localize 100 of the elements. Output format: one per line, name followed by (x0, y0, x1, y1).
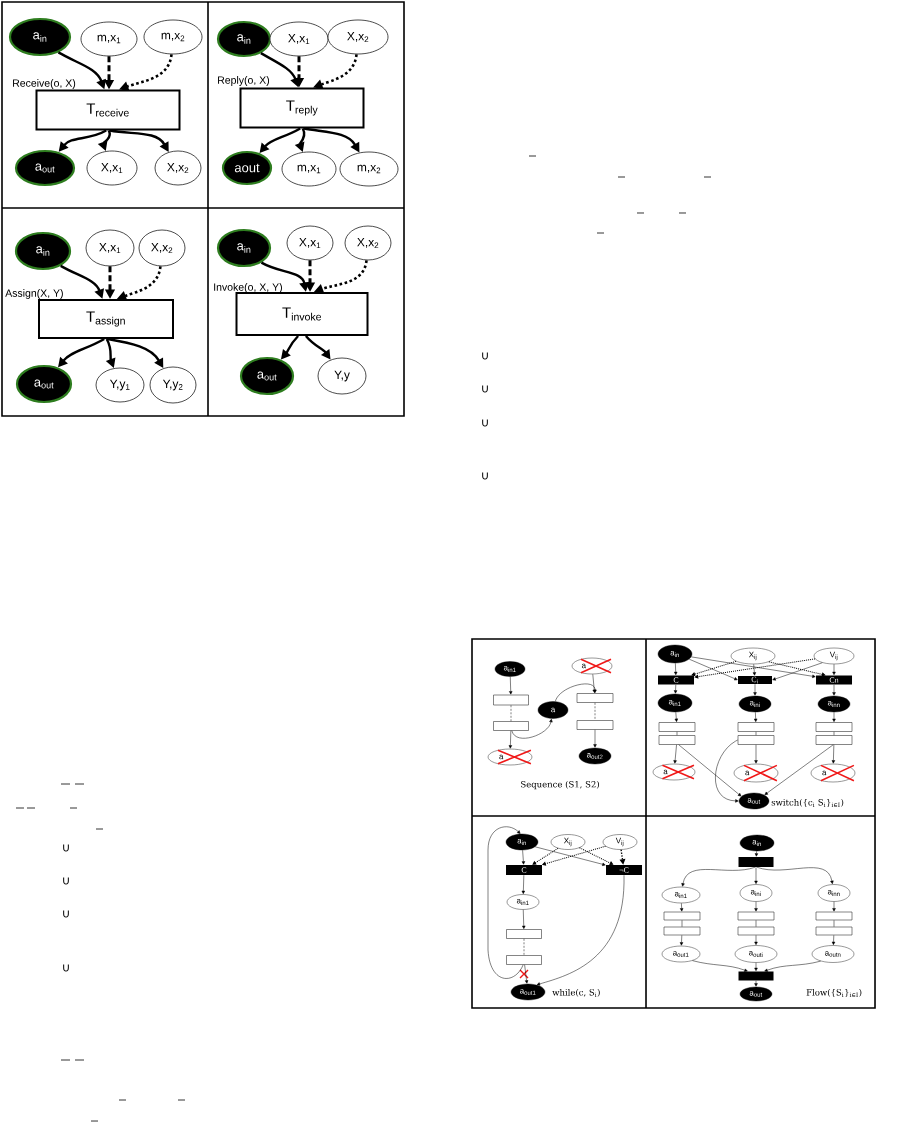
arrow (831, 935, 836, 945)
empty-box (493, 721, 529, 731)
condition-bar: C (506, 865, 542, 875)
connector-line (681, 920, 683, 927)
arrow (673, 744, 677, 764)
empty-box (506, 955, 542, 965)
caption: switch({c$_{i}$ S$_{i}$}$_{i∈I}$) (771, 798, 844, 808)
caption: Flow({S$_{i}$}$_{i∈I}$) (806, 988, 862, 998)
arrow (754, 850, 759, 857)
arrow (832, 664, 836, 675)
arrow (532, 847, 559, 865)
empty-box (493, 694, 529, 706)
arrow (487, 826, 524, 979)
arrow (754, 980, 758, 987)
arrow (832, 901, 836, 912)
arrow (692, 960, 748, 972)
connector-line (594, 702, 596, 721)
connector-line (833, 731, 835, 736)
transition-box: T$_{invoke}$ (235, 292, 369, 336)
arrow (674, 662, 678, 675)
arrow (754, 711, 758, 722)
empty-box (815, 722, 853, 732)
empty-box (658, 735, 696, 745)
arrow (689, 658, 738, 681)
empty-box (576, 720, 614, 730)
connector-line (755, 920, 757, 927)
activity-label: Invoke(o, X, Y) (214, 283, 282, 293)
filled-bar (738, 971, 774, 981)
arrow (524, 964, 529, 984)
arrow (832, 684, 836, 696)
arrow (754, 901, 758, 912)
arrow (555, 683, 597, 702)
arrow (752, 664, 757, 676)
arrow (754, 866, 758, 884)
arrow (753, 683, 757, 696)
filled-bar (738, 857, 774, 867)
arrow (691, 660, 737, 676)
union-symbol: ∪ (63, 877, 69, 885)
arrow (768, 661, 826, 677)
arrow (831, 744, 836, 764)
empty-box (815, 926, 853, 936)
transition-box: T$_{assign}$ (38, 299, 174, 339)
activity-label: Reply(o, X) (218, 76, 270, 86)
arrow (592, 674, 596, 693)
empty-box (737, 926, 775, 936)
union-symbol: ∪ (63, 964, 69, 972)
arrow (536, 874, 625, 986)
arrow (832, 711, 836, 722)
arrow (511, 718, 553, 739)
condition-bar: C (658, 675, 694, 685)
condition-bar: C$_{i}$ (738, 676, 772, 684)
arrow (681, 866, 756, 887)
connector-line (523, 938, 525, 956)
arrow (679, 935, 684, 946)
arrow (680, 903, 684, 912)
empty-box (737, 911, 775, 921)
activity-label: Receive(o, X) (13, 79, 76, 89)
connector-line (510, 705, 512, 722)
arrow (509, 676, 513, 695)
arrow (673, 684, 678, 694)
caption: Sequence (S1, S2) (521, 780, 599, 790)
arrow (678, 744, 742, 797)
arrow (521, 874, 525, 894)
union-symbol: ∪ (482, 352, 488, 360)
connector-line (676, 731, 678, 736)
arrow (508, 730, 513, 749)
arrow (756, 866, 834, 884)
empty-box (815, 735, 853, 745)
union-symbol: ∪ (63, 844, 69, 852)
arrow (534, 846, 606, 866)
arrow (764, 960, 821, 972)
caption: while(c, S$_{i}$) (552, 988, 600, 998)
arrow (754, 744, 758, 764)
empty-box (815, 911, 853, 921)
arrow (764, 744, 834, 795)
arrow (542, 845, 607, 866)
empty-box (576, 693, 614, 703)
empty-box (663, 926, 701, 936)
arrow (593, 729, 597, 748)
connector-line (833, 920, 835, 927)
transition-box: T$_{reply}$ (239, 87, 365, 129)
condition-bar: Cn (816, 675, 852, 685)
arrow (754, 935, 758, 945)
arrow (522, 909, 526, 929)
arrow (715, 739, 739, 803)
activity-label: Assign(X, Y) (5, 289, 63, 299)
union-symbol: ∪ (63, 910, 69, 918)
union-symbol: ∪ (482, 385, 488, 393)
arrow (521, 849, 526, 865)
transition-box: T$_{receive}$ (35, 89, 181, 131)
union-symbol: ∪ (482, 472, 488, 480)
empty-box (506, 929, 542, 939)
arrow (579, 847, 614, 865)
union-symbol: ∪ (482, 419, 488, 427)
connector-line (755, 731, 757, 736)
empty-box (737, 722, 775, 732)
empty-box (737, 735, 775, 745)
empty-box (663, 911, 701, 921)
empty-box (658, 722, 696, 732)
arrow (754, 962, 758, 971)
